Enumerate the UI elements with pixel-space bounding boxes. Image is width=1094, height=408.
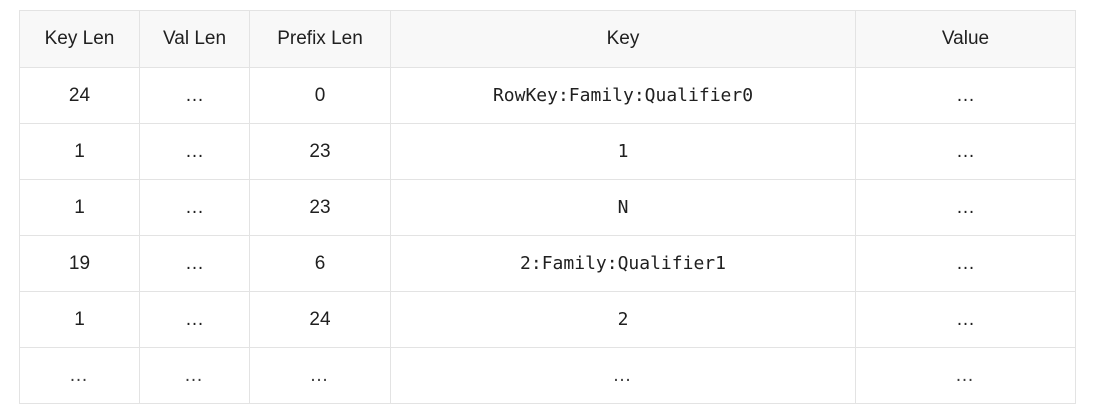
key-value-table-container: Key Len Val Len Prefix Len Key Value 24 … xyxy=(19,10,1076,404)
table-row: 1 … 23 1 … xyxy=(19,123,1076,180)
cell-key: 1 xyxy=(390,123,856,180)
table-body: 24 … 0 RowKey:Family:Qualifier0 … 1 … 23… xyxy=(19,67,1076,404)
cell-key-len: 1 xyxy=(19,123,140,180)
cell-prefix-len: … xyxy=(249,347,391,404)
cell-key-len: 1 xyxy=(19,179,140,236)
cell-key: RowKey:Family:Qualifier0 xyxy=(390,67,856,124)
cell-key-len: 19 xyxy=(19,235,140,292)
cell-prefix-len: 0 xyxy=(249,67,391,124)
cell-key: … xyxy=(390,347,856,404)
table-row: 1 … 23 N … xyxy=(19,179,1076,236)
cell-key: N xyxy=(390,179,856,236)
cell-prefix-len: 23 xyxy=(249,123,391,180)
table-row: 1 … 24 2 … xyxy=(19,291,1076,348)
cell-val-len: … xyxy=(139,291,250,348)
cell-val-len: … xyxy=(139,67,250,124)
table-header: Key Len Val Len Prefix Len Key Value xyxy=(19,10,1076,68)
cell-value: … xyxy=(855,291,1076,348)
cell-key-len: 24 xyxy=(19,67,140,124)
table-header-row: Key Len Val Len Prefix Len Key Value xyxy=(19,10,1076,68)
cell-key-len: 1 xyxy=(19,291,140,348)
column-header-key-len: Key Len xyxy=(19,10,140,68)
cell-value: … xyxy=(855,179,1076,236)
cell-prefix-len: 23 xyxy=(249,179,391,236)
key-value-table: Key Len Val Len Prefix Len Key Value 24 … xyxy=(19,10,1076,404)
column-header-val-len: Val Len xyxy=(139,10,250,68)
cell-val-len: … xyxy=(139,123,250,180)
cell-key: 2:Family:Qualifier1 xyxy=(390,235,856,292)
cell-val-len: … xyxy=(139,235,250,292)
column-header-key: Key xyxy=(390,10,856,68)
cell-value: … xyxy=(855,235,1076,292)
cell-value: … xyxy=(855,67,1076,124)
cell-prefix-len: 24 xyxy=(249,291,391,348)
cell-prefix-len: 6 xyxy=(249,235,391,292)
table-row: 24 … 0 RowKey:Family:Qualifier0 … xyxy=(19,67,1076,124)
cell-key-len: … xyxy=(19,347,140,404)
cell-value: … xyxy=(855,123,1076,180)
cell-value: … xyxy=(855,347,1076,404)
table-row: 19 … 6 2:Family:Qualifier1 … xyxy=(19,235,1076,292)
column-header-prefix-len: Prefix Len xyxy=(249,10,391,68)
cell-key: 2 xyxy=(390,291,856,348)
table-row: … … … … … xyxy=(19,347,1076,404)
cell-val-len: … xyxy=(139,347,250,404)
column-header-value: Value xyxy=(855,10,1076,68)
cell-val-len: … xyxy=(139,179,250,236)
